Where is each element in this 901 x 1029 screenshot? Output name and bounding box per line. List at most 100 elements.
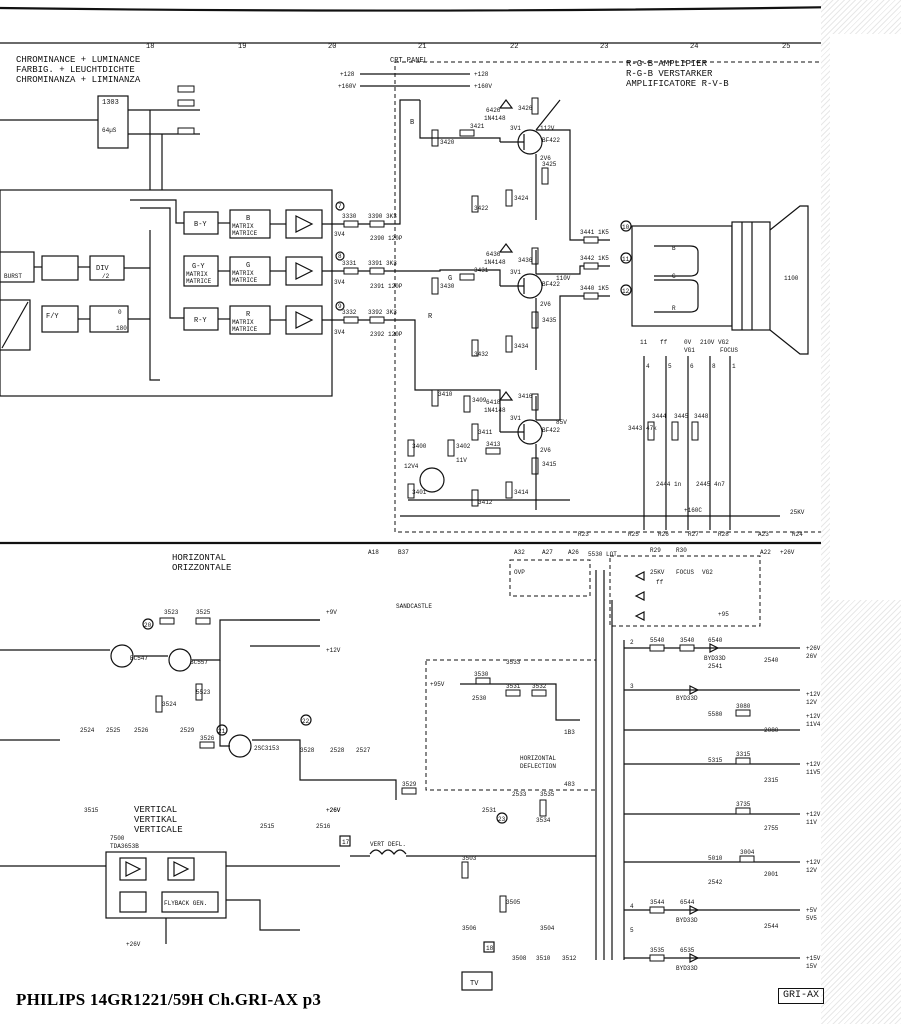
svg-text:11V: 11V (456, 457, 467, 464)
svg-text:+12V: +12V (806, 811, 821, 818)
svg-text:+26V: +26V (126, 941, 141, 948)
svg-text:+95: +95 (718, 611, 729, 618)
svg-text:A27: A27 (542, 549, 553, 556)
grid-col-22: 22 (510, 43, 518, 51)
svg-text:3535: 3535 (540, 791, 555, 798)
svg-text:11V5: 11V5 (806, 769, 821, 776)
svg-text:3506: 3506 (462, 925, 477, 932)
svg-text:MATRIX: MATRIX (186, 271, 208, 278)
lot-transformer: OVP 5530 LOT 25KV FOCUS VG2 ff +95 (509, 551, 761, 960)
b-matrix-block (229, 209, 271, 239)
svg-text:FARBIG. + LEUCHTDICHTE: FARBIG. + LEUCHTDICHTE (16, 65, 135, 75)
svg-text:+128: +128 (340, 71, 355, 78)
svg-text:18: 18 (486, 945, 494, 952)
svg-text:BF422: BF422 (542, 281, 560, 288)
svg-text:/2: /2 (102, 273, 110, 280)
svg-text:3525: 3525 (196, 609, 211, 616)
svg-text:OVP: OVP (514, 569, 525, 576)
svg-text:+12V: +12V (806, 859, 821, 866)
svg-text:3442 1K5: 3442 1K5 (580, 255, 609, 262)
svg-text:3V4: 3V4 (334, 231, 345, 238)
svg-text:+160C: +160C (684, 507, 702, 514)
g-matrix-block (229, 256, 271, 286)
svg-text:R: R (672, 305, 676, 312)
svg-text:FLYBACK GEN.: FLYBACK GEN. (164, 900, 207, 907)
connector-labels: R25 R26 R27 R28 R29 R30 A23 R23 R24 A18 … (368, 531, 803, 556)
g-output-amp (285, 256, 323, 286)
svg-text:1N4148: 1N4148 (484, 407, 506, 414)
svg-text:6436: 6436 (486, 251, 501, 258)
svg-text:R: R (246, 311, 251, 319)
svg-text:180: 180 (116, 325, 127, 332)
svg-text:3315: 3315 (736, 751, 751, 758)
svg-text:R-G-B VERSTARKER: R-G-B VERSTARKER (626, 69, 713, 79)
svg-text:22: 22 (302, 718, 310, 725)
svg-text:3410: 3410 (438, 391, 453, 398)
svg-text:MATRIX: MATRIX (232, 223, 254, 230)
svg-text:3415: 3415 (542, 461, 557, 468)
svg-text:5: 5 (668, 363, 672, 370)
svg-text:6535: 6535 (680, 947, 695, 954)
svg-text:3420: 3420 (440, 139, 455, 146)
svg-text:TDA3653B: TDA3653B (110, 843, 139, 850)
svg-text:DIV: DIV (96, 265, 109, 273)
svg-text:210V VG2: 210V VG2 (700, 339, 729, 346)
svg-text:R30: R30 (676, 547, 687, 554)
svg-text:VERTICALE: VERTICALE (134, 825, 183, 835)
svg-text:11: 11 (640, 339, 648, 346)
svg-text:6: 6 (690, 363, 694, 370)
svg-text:1B3: 1B3 (564, 729, 575, 736)
svg-text:BC547: BC547 (130, 655, 148, 662)
svg-text:7: 7 (338, 203, 342, 210)
svg-text:B: B (246, 215, 250, 223)
svg-text:A18: A18 (368, 549, 379, 556)
rgb-amplifier-stages: 3V1 BF422 112V 2V6 6426 1N4148 3420 3421… (404, 97, 571, 507)
svg-text:2529: 2529 (180, 727, 195, 734)
svg-text:A32: A32 (514, 549, 525, 556)
svg-text:3V1: 3V1 (510, 269, 521, 276)
blank-margin (830, 34, 901, 600)
svg-text:R28: R28 (718, 531, 729, 538)
svg-text:G-Y: G-Y (192, 263, 205, 271)
svg-text:25KV: 25KV (790, 509, 805, 516)
tube-drive-resistors: 3441 1K5 3442 1K5 3440 1K5 10 11 12 (580, 220, 632, 300)
svg-text:23: 23 (498, 816, 506, 823)
svg-text:3735: 3735 (736, 801, 751, 808)
svg-text:BYD33D: BYD33D (704, 655, 726, 662)
svg-text:10: 10 (622, 224, 630, 231)
grid-col-24: 24 (690, 43, 698, 51)
svg-text:R29: R29 (650, 547, 661, 554)
svg-text:+26V: +26V (780, 549, 795, 556)
chroma-ic-outline (0, 189, 333, 397)
svg-text:1N4148: 1N4148 (484, 259, 506, 266)
svg-text:VERTIKAL: VERTIKAL (134, 815, 177, 825)
svg-text:3523: 3523 (164, 609, 179, 616)
grid-col-18: 18 (146, 43, 154, 51)
svg-text:3444: 3444 (652, 413, 667, 420)
filter-block (41, 255, 79, 281)
svg-text:11V: 11V (806, 819, 817, 826)
svg-text:+5V: +5V (806, 907, 817, 914)
svg-text:3515: 3515 (84, 807, 99, 814)
svg-text:+160V: +160V (474, 83, 492, 90)
svg-text:2315: 2315 (764, 777, 779, 784)
svg-text:BYD33D: BYD33D (676, 965, 698, 972)
burst-block (0, 251, 35, 283)
svg-text:ORIZZONTALE: ORIZZONTALE (172, 563, 231, 573)
svg-text:2391 120P: 2391 120P (370, 283, 403, 290)
svg-text:3392 3K3: 3392 3K3 (368, 309, 397, 316)
svg-text:2: 2 (630, 639, 634, 646)
svg-text:3424: 3424 (514, 195, 529, 202)
svg-text:VG2: VG2 (702, 569, 713, 576)
svg-text:3413: 3413 (486, 441, 501, 448)
svg-text:11: 11 (622, 256, 630, 263)
svg-text:ff: ff (656, 579, 664, 586)
svg-text:BYD33D: BYD33D (676, 695, 698, 702)
svg-text:BF422: BF422 (542, 137, 560, 144)
svg-text:3530: 3530 (474, 671, 489, 678)
svg-text:4: 4 (630, 903, 634, 910)
svg-text:+26V: +26V (326, 807, 341, 814)
svg-text:3532: 3532 (532, 683, 547, 690)
svg-text:3331: 3331 (342, 260, 357, 267)
crt-panel-label: CRT PANEL (390, 57, 428, 65)
